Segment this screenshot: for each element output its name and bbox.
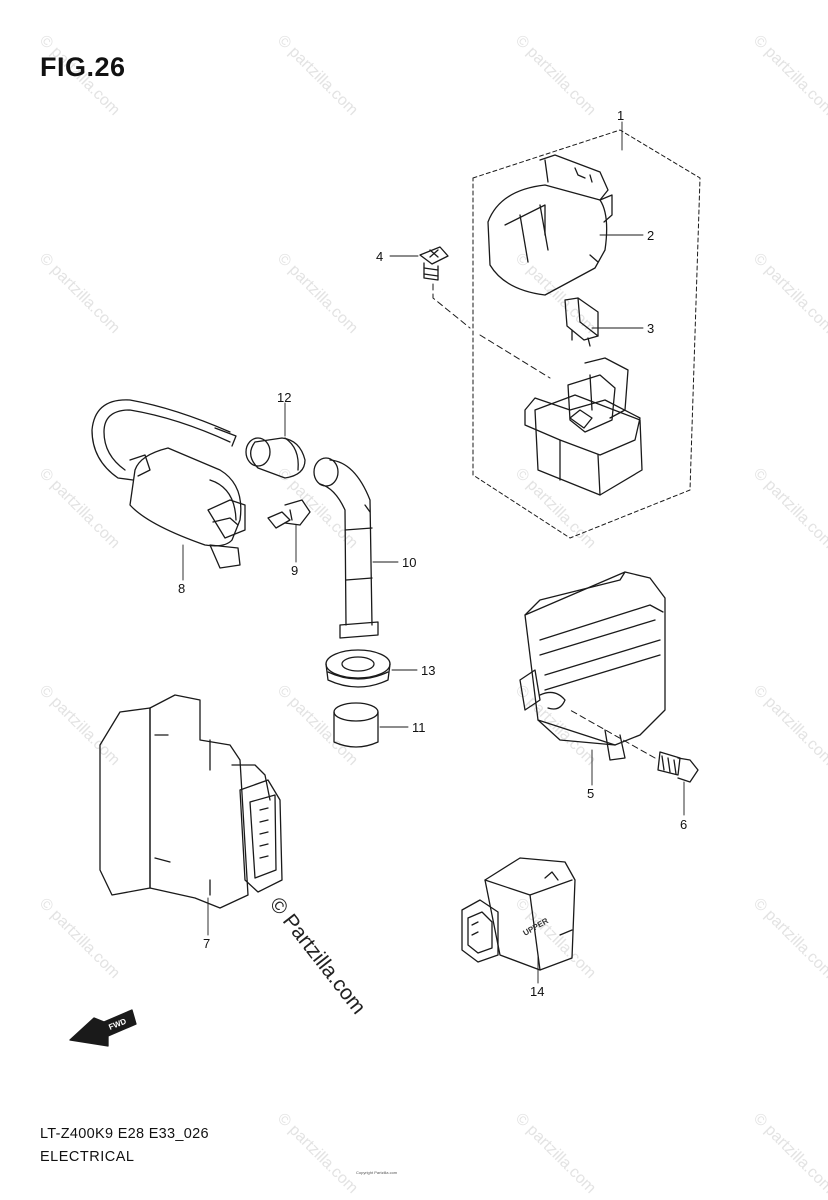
fwd-arrow-icon [69, 1009, 137, 1047]
plug-cap-part [245, 437, 306, 479]
model-code: LT-Z400K9 E28 E33_026 [40, 1126, 209, 1142]
starter-relay-body [524, 357, 643, 496]
leader-lines [182, 121, 685, 984]
regulator-rectifier-part [519, 571, 666, 761]
relay-assembly-outline [472, 129, 701, 539]
callout-13: 13 [421, 663, 435, 678]
bolt-leader-dash [432, 283, 551, 379]
callout-9: 9 [291, 563, 298, 578]
callout-8: 8 [178, 581, 185, 596]
callout-5: 5 [587, 786, 594, 801]
fuse-part [564, 297, 599, 347]
relay-cover-part [487, 154, 613, 296]
spark-plug-lead-part [313, 457, 379, 639]
callout-12: 12 [277, 390, 291, 405]
callout-6: 6 [680, 817, 687, 832]
callout-2: 2 [647, 228, 654, 243]
callout-11: 11 [412, 720, 426, 735]
callout-7: 7 [203, 936, 210, 951]
copyright-note: Copyright Partzilla.com [356, 1170, 398, 1175]
ecm-part [99, 694, 283, 909]
coil-bolt-part [267, 499, 311, 529]
relay-bolt-part [419, 246, 449, 281]
coupler-part [461, 857, 576, 971]
callout-1: 1 [617, 108, 624, 123]
callout-14: 14 [530, 984, 544, 999]
sleeve-part [333, 702, 379, 748]
regulator-bolt-part [657, 751, 699, 783]
callout-3: 3 [647, 321, 654, 336]
callout-10: 10 [402, 555, 416, 570]
regulator-bolt-leader [569, 709, 656, 759]
ignition-coil-part [91, 399, 246, 569]
section-title: ELECTRICAL [40, 1149, 135, 1165]
figure-label: FIG.26 [40, 52, 126, 82]
callout-4: 4 [376, 249, 383, 264]
grommet-part [325, 649, 391, 688]
